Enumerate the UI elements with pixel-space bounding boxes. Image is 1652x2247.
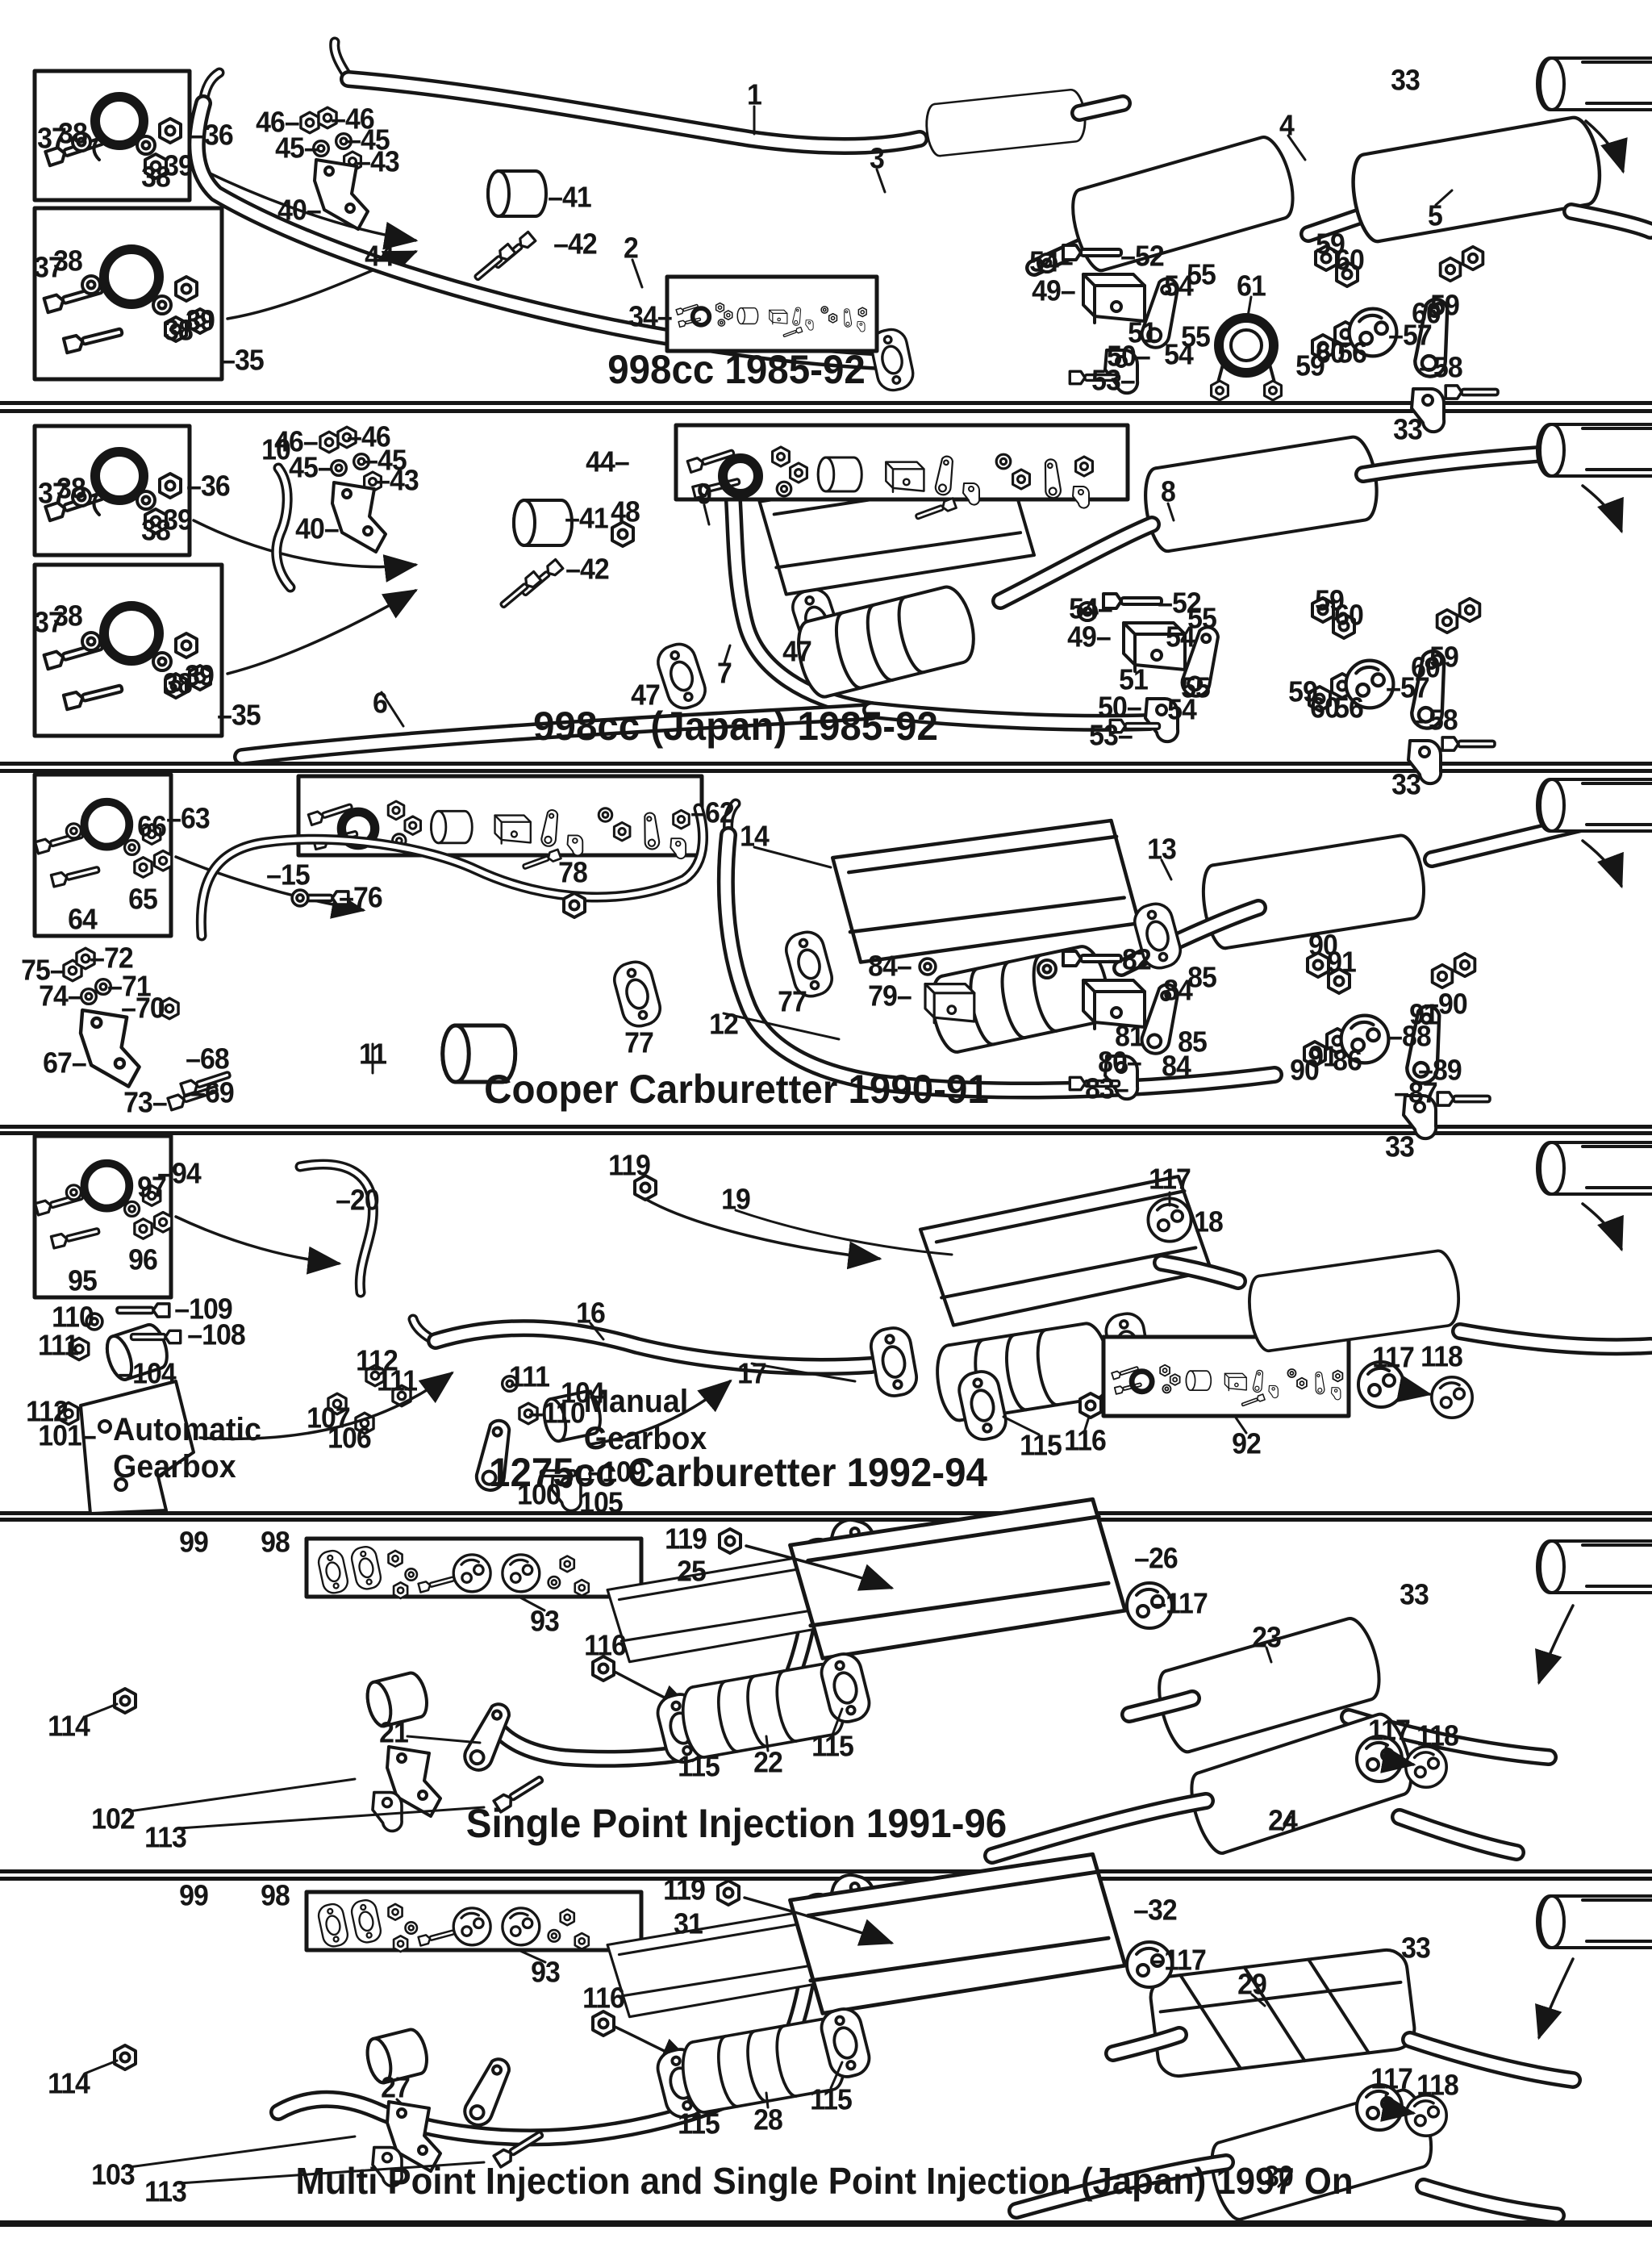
section-dividers [0, 401, 1652, 2227]
section-caption: 998cc (Japan) 1985-92 [533, 704, 938, 749]
section-mpi-art [83, 1852, 1652, 2225]
section-1275cc-art [35, 1134, 1652, 1515]
rear-silencer-icon [1146, 1945, 1419, 2081]
section-caption: Multi Point Injection and Single Point I… [295, 2160, 1354, 2202]
section-caption: 998cc 1985-92 [607, 347, 866, 392]
section-caption: 1275cc Carburetter 1992-94 [489, 1450, 987, 1495]
section-spi-art [83, 1497, 1652, 1865]
u-clamp-icon [1209, 313, 1283, 402]
section-998cc-art [32, 36, 1652, 432]
section-998cc-japan-art [32, 423, 1652, 783]
tailpipe-trim-icon [1536, 56, 1652, 111]
section-caption: Cooper Carburetter 1990-91 [484, 1067, 989, 1112]
section-caption: Single Point Injection 1991-96 [465, 1801, 1007, 1846]
section-cooper-art [35, 772, 1652, 1138]
